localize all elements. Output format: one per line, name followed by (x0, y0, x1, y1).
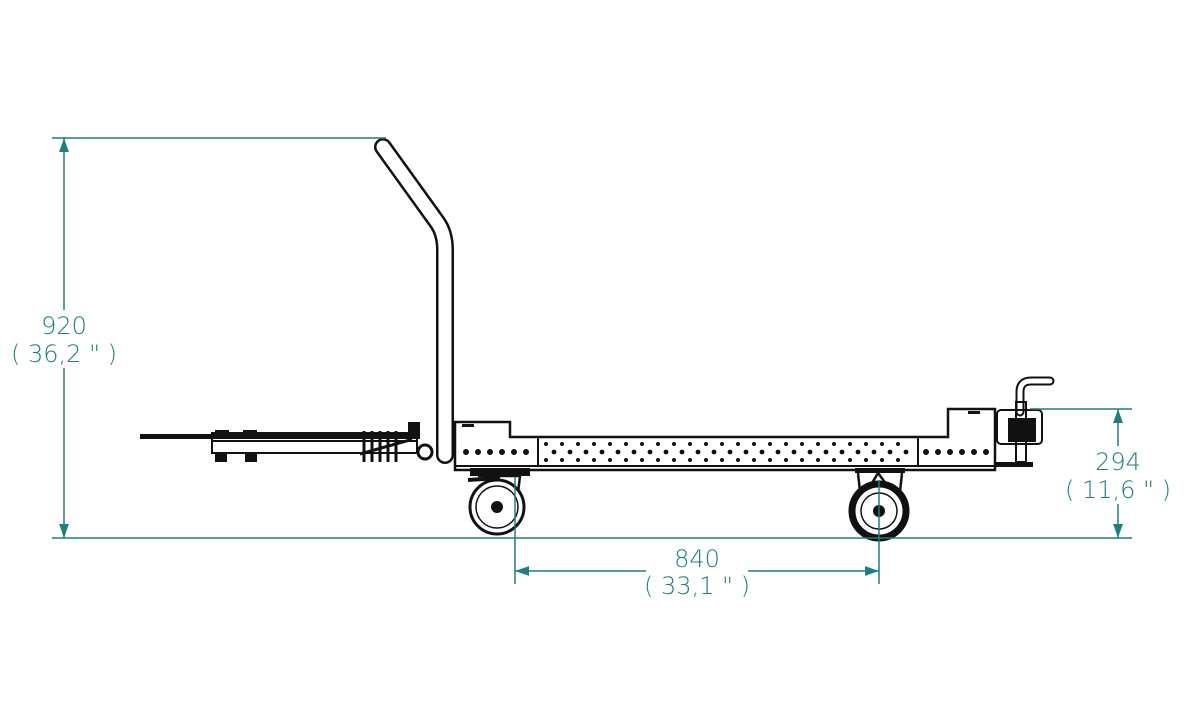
frame-hole (624, 442, 628, 446)
frame-hole (848, 458, 852, 462)
frame-hole (947, 449, 953, 455)
frame-hole (624, 458, 628, 462)
frame-hole (672, 458, 676, 462)
frame-hole (656, 458, 660, 462)
frame-hole (663, 449, 669, 455)
wheelbase-inch-label: ( 33,1 " ) (644, 572, 750, 600)
frame-hole (592, 442, 596, 446)
frame-hole (839, 449, 845, 455)
frame-hole (935, 449, 941, 455)
frame-hole (475, 449, 481, 455)
rear-caster (467, 468, 530, 536)
frame-hole (688, 458, 692, 462)
frame (453, 407, 997, 472)
wheelbase-mm-label: 840 (674, 545, 720, 573)
frame-hole (800, 458, 804, 462)
frame-hole (695, 449, 701, 455)
frame-hole (679, 449, 685, 455)
frame-hole (672, 442, 676, 446)
frame-hole (923, 449, 929, 455)
frame-hole (903, 449, 909, 455)
frame-hole (523, 449, 529, 455)
frame-hole (544, 442, 548, 446)
frame-hole (971, 449, 977, 455)
frame-hole (791, 449, 797, 455)
cart (140, 138, 1055, 542)
frame-hole (800, 442, 804, 446)
frame-hole (560, 458, 564, 462)
frame-hole (608, 458, 612, 462)
frame-hole (759, 449, 765, 455)
frame-hole (727, 449, 733, 455)
frame-hole (640, 458, 644, 462)
frame-hole (463, 449, 469, 455)
frame-hole (551, 449, 557, 455)
coupling (995, 376, 1055, 467)
frame-hole (576, 458, 580, 462)
frame-hole (711, 449, 717, 455)
frame-hole (592, 458, 596, 462)
frame-hole (752, 458, 756, 462)
deck-height-inch-label: ( 11,6 " ) (1065, 476, 1171, 504)
frame-hole (736, 442, 740, 446)
frame-hole (855, 449, 861, 455)
frame-hole (752, 442, 756, 446)
frame-hole (784, 458, 788, 462)
tow-bar (140, 422, 434, 462)
frame-hole (864, 442, 868, 446)
frame-hole (736, 458, 740, 462)
frame-hole (775, 449, 781, 455)
frame-hole (768, 458, 772, 462)
frame-hole (615, 449, 621, 455)
frame-hole (511, 449, 517, 455)
frame-hole (499, 449, 505, 455)
frame-holes (463, 442, 989, 462)
frame-hole (848, 442, 852, 446)
frame-hole (640, 442, 644, 446)
deck-height-mm-label: 294 (1095, 448, 1141, 476)
frame-hole (560, 442, 564, 446)
height-mm-label: 920 (41, 312, 87, 340)
frame-hole (720, 442, 724, 446)
frame-hole (704, 458, 708, 462)
frame-hole (887, 449, 893, 455)
frame-hole (871, 449, 877, 455)
frame-hole (784, 442, 788, 446)
frame-hole (631, 449, 637, 455)
frame-hole (720, 458, 724, 462)
frame-hole (832, 442, 836, 446)
frame-hole (816, 458, 820, 462)
frame-hole (743, 449, 749, 455)
frame-hole (704, 442, 708, 446)
frame-hole (807, 449, 813, 455)
frame-hole (599, 449, 605, 455)
frame-hole (959, 449, 965, 455)
frame-hole (823, 449, 829, 455)
frame-hole (768, 442, 772, 446)
handle (374, 138, 454, 464)
frame-hole (816, 442, 820, 446)
frame-hole (880, 442, 884, 446)
frame-hole (567, 449, 573, 455)
frame-hole (647, 449, 653, 455)
dimensions (52, 137, 1132, 584)
frame-hole (608, 442, 612, 446)
frame-hole (896, 458, 900, 462)
frame-hole (864, 458, 868, 462)
frame-hole (487, 449, 493, 455)
frame-hole (896, 442, 900, 446)
frame-hole (983, 449, 989, 455)
frame-hole (832, 458, 836, 462)
frame-hole (688, 442, 692, 446)
frame-hole (576, 442, 580, 446)
frame-hole (544, 458, 548, 462)
frame-hole (583, 449, 589, 455)
frame-hole (880, 458, 884, 462)
frame-hole (656, 442, 660, 446)
height-inch-label: ( 36,2 " ) (11, 340, 117, 368)
